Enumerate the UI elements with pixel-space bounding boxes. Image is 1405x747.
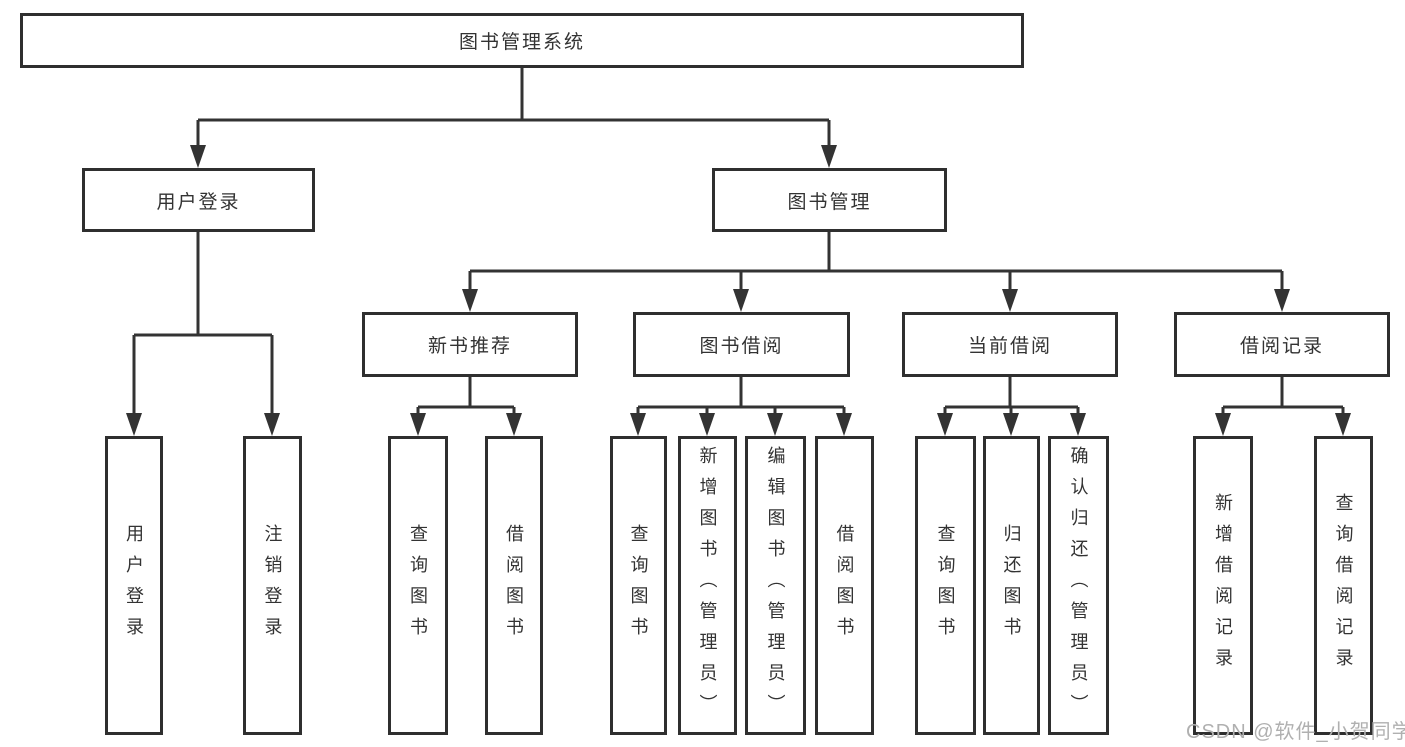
edge-current-borrow-to-leaves <box>943 377 1080 418</box>
node-leaf-borrow-books-recommend-label: 借阅图书 <box>504 523 524 648</box>
arrowhead-down-icon <box>836 413 852 436</box>
arrowhead-down-icon <box>190 145 206 168</box>
node-book-mgmt: 图书管理 <box>712 168 947 232</box>
node-leaf-query-books-borrow: 查询图书 <box>610 436 667 735</box>
arrowhead-down-icon <box>699 413 715 436</box>
arrowhead-down-icon <box>506 413 522 436</box>
edge-book-mgmt-to-level3 <box>468 232 1284 294</box>
edge-new-book-to-leaves <box>416 377 516 418</box>
node-leaf-add-book-admin-label: 新增图书（管理员） <box>697 446 718 725</box>
node-user-login: 用户登录 <box>82 168 315 232</box>
node-leaf-query-books-current: 查询图书 <box>915 436 976 735</box>
node-leaf-add-borrow-record: 新增借阅记录 <box>1193 436 1253 735</box>
arrowhead-down-icon <box>630 413 646 436</box>
node-book-borrow: 图书借阅 <box>633 312 850 377</box>
arrowhead-down-icon <box>733 289 749 312</box>
node-current-borrow: 当前借阅 <box>902 312 1118 377</box>
node-user-login-label: 用户登录 <box>156 191 241 213</box>
node-new-book-recommend-label: 新书推荐 <box>427 336 512 357</box>
arrowhead-down-icon <box>264 413 280 436</box>
node-current-borrow-label: 当前借阅 <box>967 336 1052 357</box>
arrowhead-down-icon <box>1274 289 1290 312</box>
node-leaf-query-books-current-label: 查询图书 <box>935 523 956 648</box>
node-leaf-logout-label: 注销登录 <box>262 523 283 648</box>
node-leaf-borrow-books-borrow-label: 借阅图书 <box>834 523 855 648</box>
node-new-book-recommend: 新书推荐 <box>362 312 578 377</box>
edge-root-to-level2 <box>196 68 831 150</box>
node-leaf-logout: 注销登录 <box>243 436 302 735</box>
node-leaf-query-books-recommend: 查询图书 <box>388 436 448 735</box>
arrowhead-down-icon <box>1070 413 1086 436</box>
node-book-mgmt-label: 图书管理 <box>787 191 872 213</box>
node-leaf-user-login: 用户登录 <box>105 436 163 735</box>
node-leaf-return-books-label: 归还图书 <box>1001 523 1022 648</box>
node-borrow-records-label: 借阅记录 <box>1239 336 1324 357</box>
node-leaf-add-borrow-record-label: 新增借阅记录 <box>1213 492 1233 679</box>
arrowhead-down-icon <box>410 413 426 436</box>
arrowhead-down-icon <box>1003 413 1019 436</box>
node-leaf-edit-book-admin-label: 编辑图书（管理员） <box>765 446 786 725</box>
node-book-borrow-label: 图书借阅 <box>699 336 784 357</box>
node-leaf-user-login-label: 用户登录 <box>124 523 144 648</box>
arrowhead-down-icon <box>937 413 953 436</box>
node-root-label: 图书管理系统 <box>458 32 585 53</box>
node-leaf-add-book-admin: 新增图书（管理员） <box>678 436 737 735</box>
edge-borrow-records-to-leaves <box>1221 377 1345 418</box>
node-leaf-query-books-recommend-label: 查询图书 <box>408 523 428 648</box>
node-root: 图书管理系统 <box>20 13 1024 68</box>
arrowhead-down-icon <box>1335 413 1351 436</box>
arrowhead-down-icon <box>767 413 783 436</box>
arrowheads-group <box>126 145 1351 436</box>
node-leaf-confirm-return-admin-label: 确认归还（管理员） <box>1068 446 1089 725</box>
node-leaf-query-books-borrow-label: 查询图书 <box>628 523 649 648</box>
edge-user-login-to-leaves <box>132 232 274 418</box>
csdn-watermark: CSDN @软件_小贺同学 <box>1186 721 1405 743</box>
edge-book-borrow-to-leaves <box>636 377 846 418</box>
node-leaf-query-borrow-record-label: 查询借阅记录 <box>1333 492 1354 679</box>
node-leaf-borrow-books-recommend: 借阅图书 <box>485 436 543 735</box>
node-leaf-return-books: 归还图书 <box>983 436 1040 735</box>
arrowhead-down-icon <box>1002 289 1018 312</box>
arrowhead-down-icon <box>1215 413 1231 436</box>
arrowhead-down-icon <box>462 289 478 312</box>
arrowhead-down-icon <box>821 145 837 168</box>
node-leaf-edit-book-admin: 编辑图书（管理员） <box>745 436 806 735</box>
node-leaf-borrow-books-borrow: 借阅图书 <box>815 436 874 735</box>
node-leaf-confirm-return-admin: 确认归还（管理员） <box>1048 436 1109 735</box>
node-leaf-query-borrow-record: 查询借阅记录 <box>1314 436 1373 735</box>
node-borrow-records: 借阅记录 <box>1174 312 1390 377</box>
arrowhead-down-icon <box>126 413 142 436</box>
